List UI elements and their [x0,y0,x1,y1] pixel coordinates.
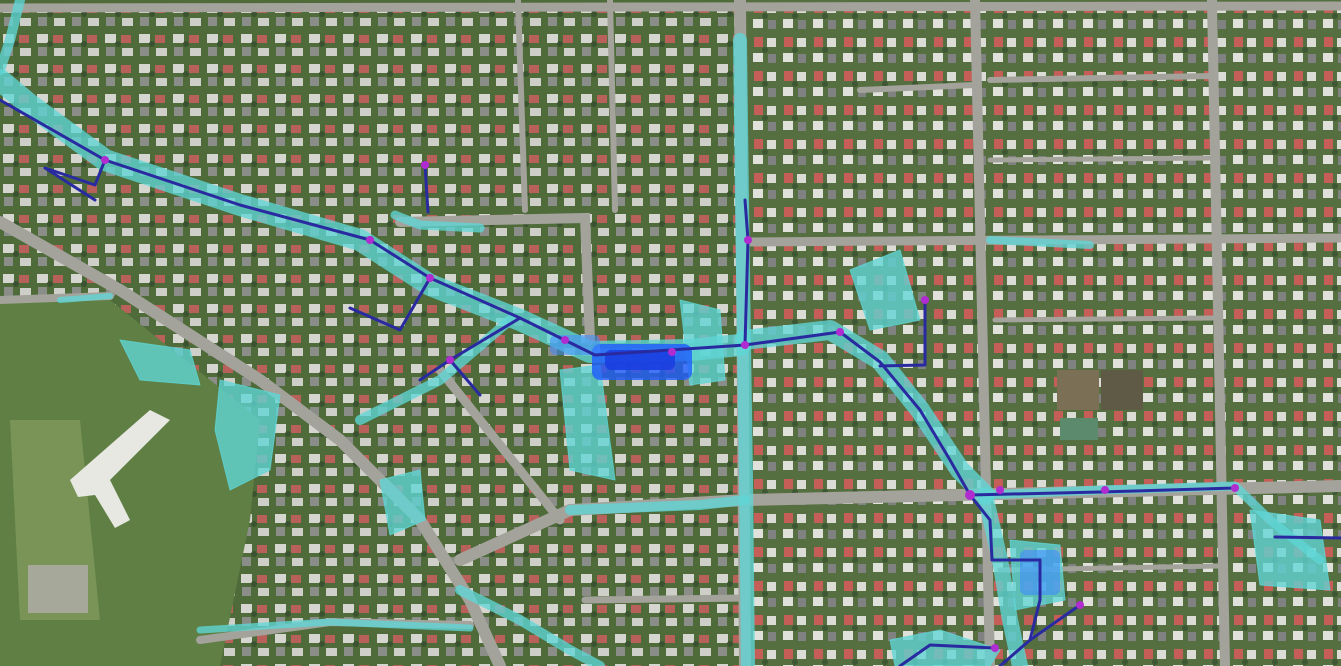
pipe-node[interactable] [1231,484,1239,492]
pipe-node[interactable] [965,490,975,500]
pipe-node[interactable] [744,236,752,244]
pipe-node[interactable] [561,336,569,344]
pipe-node[interactable] [741,341,749,349]
pipe-node[interactable] [101,156,109,164]
school-building [70,410,170,528]
playground-lot [1057,370,1099,410]
pipe-node[interactable] [366,236,374,244]
pipe-node[interactable] [668,348,676,356]
pipe-nodes [101,156,1239,652]
pipe-node[interactable] [921,296,929,304]
playground-lot-2 [1101,370,1143,410]
pipe-node[interactable] [1101,486,1109,494]
pipe-node[interactable] [421,161,429,169]
pipe-node[interactable] [991,644,999,652]
pipe-node[interactable] [446,356,454,364]
pipe-node[interactable] [996,486,1004,494]
tennis-court [1060,418,1098,440]
pipe-node[interactable] [426,274,434,282]
sports-court [28,565,88,613]
pipe-node[interactable] [836,328,844,336]
pipe-node[interactable] [1076,601,1084,609]
stormwater-pipes [0,98,1341,666]
